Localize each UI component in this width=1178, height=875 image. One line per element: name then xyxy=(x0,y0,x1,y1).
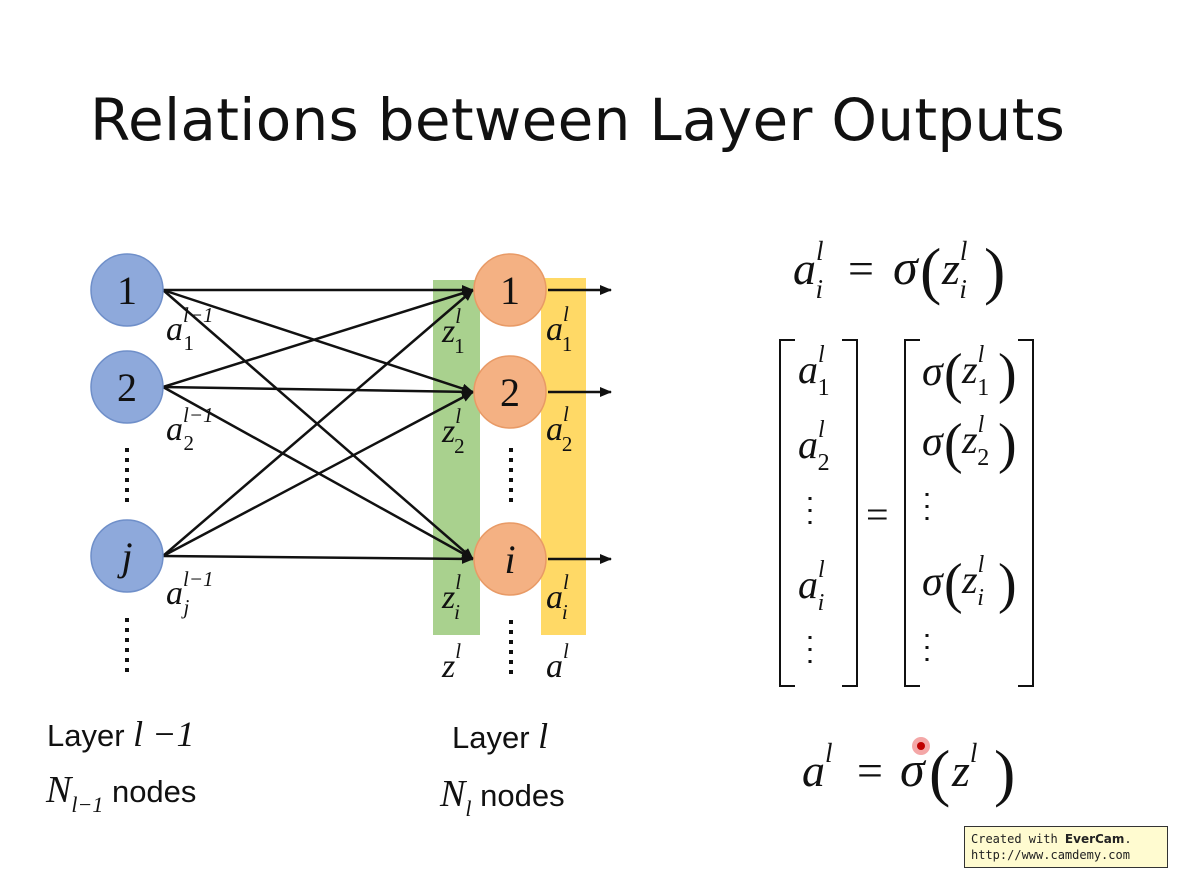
connection-2-2 xyxy=(162,385,474,397)
element-eq-sign: = xyxy=(848,243,874,294)
prev-node-2: 2 xyxy=(90,350,164,424)
vector-eq-sign: = xyxy=(866,492,889,537)
z-vector-label: zl xyxy=(441,639,461,685)
slide-title: Relations between Layer Outputs xyxy=(90,86,1066,154)
rhs-row-1-lparen: ( xyxy=(944,343,963,405)
curr-layer-index: l xyxy=(538,716,549,756)
rhs-left-bracket xyxy=(904,339,920,687)
element-eq-rparen: ) xyxy=(984,235,1005,306)
connection-1-2 xyxy=(162,288,474,394)
watermark-prefix: Created with xyxy=(971,832,1065,846)
prev-node-1-label: 1 xyxy=(117,268,137,313)
rhs-row-i-lparen: ( xyxy=(944,553,963,615)
watermark-url: http://www.camdemy.com xyxy=(971,848,1130,862)
curr-count-word: nodes xyxy=(480,778,565,813)
connections xyxy=(162,285,474,564)
curr-node-i-label: i xyxy=(504,537,515,582)
evercam-watermark: Created with EverCam. http://www.camdemy… xyxy=(964,826,1168,868)
curr-node-1-label: 1 xyxy=(500,268,520,313)
rhs-row-2-lparen: ( xyxy=(944,413,963,475)
curr-layer-count: Nl nodes xyxy=(440,772,565,821)
prev-node-j: j xyxy=(90,519,164,593)
rhs-row-i-rparen: ) xyxy=(998,553,1017,615)
prev-count-symbol: N xyxy=(46,769,72,811)
watermark-brand: EverCam xyxy=(1064,832,1125,846)
rhs-row-i-func: σ xyxy=(922,559,945,605)
connection-3-1 xyxy=(162,289,474,557)
prev-layer-index: l −1 xyxy=(133,714,195,754)
compact-eq-sign: = xyxy=(857,745,883,796)
rhs-row-2-rparen: ) xyxy=(998,413,1017,475)
a-band xyxy=(541,278,586,635)
prev-count-sub: l−1 xyxy=(71,792,104,817)
compact-eq-lparen: ( xyxy=(929,737,950,808)
compact-eq-arg: zl xyxy=(951,738,977,796)
curr-count-symbol: N xyxy=(440,773,466,815)
rhs-row-1-rparen: ) xyxy=(998,343,1017,405)
prev-layer-count: Nl−1 nodes xyxy=(46,768,197,817)
curr-node-1: 1 xyxy=(473,253,547,327)
prev-node-1: 1 xyxy=(90,253,164,327)
curr-count-sub: l xyxy=(465,796,472,821)
connection-3-2 xyxy=(162,390,474,558)
z-band xyxy=(433,280,480,635)
curr-layer-label: Layer l xyxy=(452,715,548,757)
watermark-suffix: . xyxy=(1124,832,1132,846)
a-vector-label: al xyxy=(546,639,569,685)
watermark-line-1: Created with EverCam. xyxy=(971,831,1161,847)
lhs-right-bracket xyxy=(842,339,858,687)
prev-layer-label: Layer l −1 xyxy=(47,713,194,755)
curr-node-i: i xyxy=(473,522,547,596)
pointer-marker xyxy=(912,737,930,755)
element-eq-func: σ xyxy=(893,239,920,295)
rhs-right-bracket xyxy=(1018,339,1034,687)
prev-layer-word: Layer xyxy=(47,718,125,753)
compact-eq-lhs: al xyxy=(802,738,833,796)
compact-eq-rparen: ) xyxy=(994,737,1015,808)
rhs-row-2-func: σ xyxy=(922,419,945,465)
compact-equation: al = σ ( zl ) xyxy=(802,737,1015,808)
prev-count-word: nodes xyxy=(111,774,197,809)
curr-node-2: 2 xyxy=(473,355,547,429)
connection-2-1 xyxy=(162,288,474,389)
element-eq-lparen: ( xyxy=(920,235,941,306)
lhs-left-bracket xyxy=(779,339,795,687)
curr-layer-word: Layer xyxy=(452,720,530,755)
curr-node-2-label: 2 xyxy=(500,370,520,415)
connection-3-3 xyxy=(162,553,474,564)
rhs-row-1-func: σ xyxy=(922,349,945,395)
prev-node-2-label: 2 xyxy=(117,365,137,410)
prev-node-j-label: j xyxy=(116,534,132,579)
